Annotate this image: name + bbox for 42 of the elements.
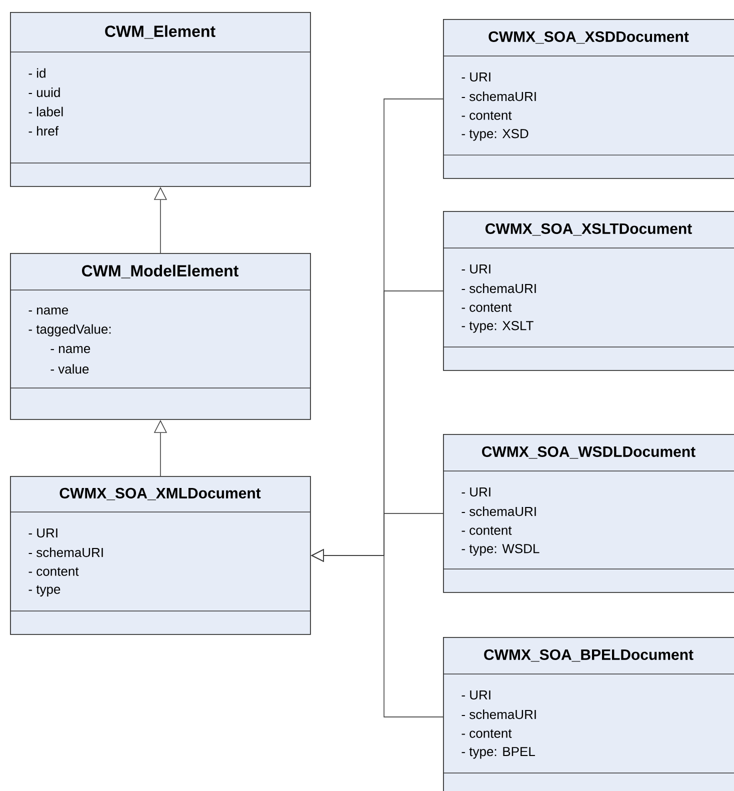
attribute-text: - id [28,68,46,78]
attribute-text: - type: WSDL [462,544,540,556]
attribute-text: - content [28,567,79,576]
class-name: CWMX_SOA_WSDLDocument [482,446,696,459]
attribute-text: - URI [462,690,490,700]
attribute-text: - label [28,106,63,116]
class-name: CWMX_SOA_XSDDocument [488,31,689,44]
attribute-text: - uuid [28,88,60,98]
class-box [442,211,734,371]
class-box [442,637,734,791]
attribute-text: - schemaURI [28,548,103,558]
attribute-text: - content [462,526,512,535]
attribute-text: - name [50,346,90,354]
class-name: CWM_ModelElement [82,264,238,278]
attribute-text: - URI [462,72,490,82]
class-name: CWM_Element [105,25,216,39]
class-name: CWMX_SOA_XMLDocument [60,488,261,500]
attribute-text: - schemaURI [462,284,536,294]
attribute-text: - type: BPEL [462,747,535,759]
attribute-text: - type: XSD [462,129,528,141]
attribute-text: - content [462,303,512,312]
attribute-text: - type: XSLT [462,321,534,333]
attribute-text: - type [28,585,60,596]
attribute-text: - schemaURI [462,710,536,720]
attribute-text: - content [462,729,512,738]
class-box [10,476,311,635]
attribute-text: - URI [28,528,58,538]
class-name: CWMX_SOA_BPELDocument [484,649,694,662]
attribute-text: - taggedValue: [28,324,111,336]
attribute-text: - URI [462,264,490,274]
attribute-text: - URI [462,487,490,497]
class-box [10,12,311,187]
attribute-text: - content [462,111,512,120]
class-name: CWMX_SOA_XSLTDocument [486,223,692,236]
attribute-text: - name [28,307,68,315]
attribute-text: - schemaURI [462,92,536,102]
class-box [442,19,734,179]
class-box [442,434,734,593]
attribute-text: - value [50,364,89,374]
attribute-text: - schemaURI [462,506,536,516]
attribute-text: - href [28,126,59,136]
class-box [10,253,311,420]
